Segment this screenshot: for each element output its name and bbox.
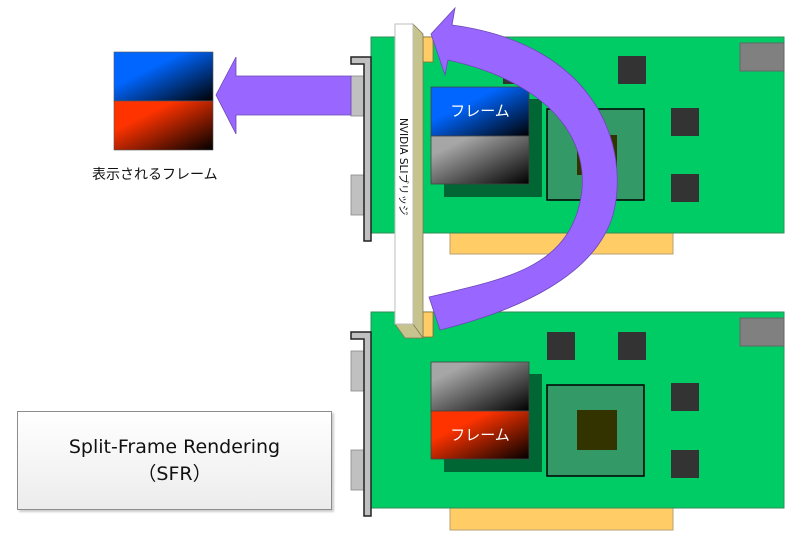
- mode-label-box: Split-Frame Rendering （SFR）: [17, 411, 332, 510]
- port-connector: [350, 350, 366, 392]
- sli-connector-gold: [422, 36, 434, 63]
- sli-connector-gold: [422, 311, 434, 338]
- curved-transfer-arrow: [428, 6, 618, 331]
- output-port: [739, 317, 785, 347]
- frame-label: フレーム: [450, 426, 510, 444]
- mode-abbreviation: （SFR）: [137, 462, 212, 485]
- displayed-frame-bottom: [113, 100, 214, 151]
- displayed-frame-top: [113, 51, 214, 102]
- output-port: [739, 42, 785, 72]
- displayed-frame-caption: 表示されるフレーム: [92, 167, 218, 183]
- port-connector: [350, 75, 366, 117]
- port-connector: [350, 449, 366, 491]
- gold-edge-connector: [449, 505, 674, 531]
- gpu-die: [577, 410, 617, 450]
- memory-chip: [671, 174, 699, 202]
- frame-bottom-half: [430, 410, 530, 460]
- mode-title: Split-Frame Rendering: [68, 435, 281, 458]
- mounting-bracket: [350, 331, 372, 517]
- memory-chip: [671, 383, 699, 411]
- memory-chip: [618, 332, 646, 360]
- output-arrow: [215, 56, 352, 135]
- graphics-card-bottom: フレーム: [350, 311, 785, 531]
- port-connector: [350, 174, 366, 216]
- frame-top-half: [430, 361, 530, 412]
- sli-bridge: NVIDIA SLIブリッジ: [394, 23, 424, 339]
- frame-label: フレーム: [450, 102, 510, 120]
- displayed-frame: [113, 51, 214, 151]
- frame-bottom-half: [430, 135, 530, 185]
- mounting-bracket: [350, 56, 372, 242]
- memory-chip: [618, 56, 646, 84]
- bridge-face: [394, 23, 414, 325]
- memory-chip: [547, 332, 575, 360]
- memory-chip: [671, 450, 699, 478]
- bridge-side: [412, 23, 424, 339]
- frame-top-half: [430, 86, 530, 137]
- memory-chip: [671, 108, 699, 136]
- bridge-label: NVIDIA SLIブリッジ: [397, 118, 410, 215]
